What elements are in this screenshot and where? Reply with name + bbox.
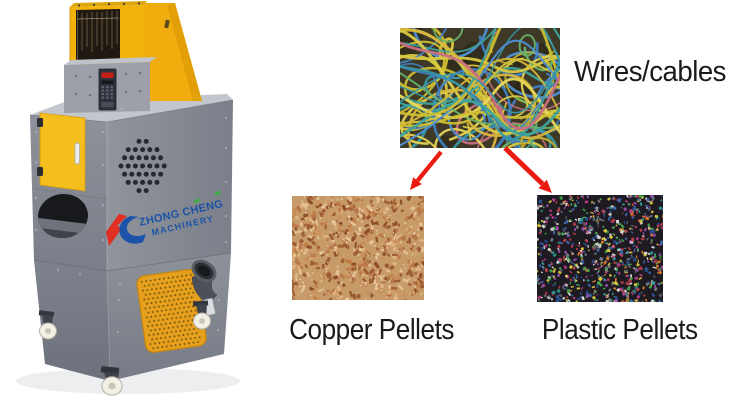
door-hinge-bottom (37, 167, 43, 176)
vent-grille (136, 268, 207, 353)
panel-bolts (35, 99, 227, 333)
granulator-machine-illustration: ZHONG CHENG MACHINERY (16, 1, 240, 396)
plastic-pellets-label: Plastic Pellets (541, 314, 698, 346)
logo-green-accent (193, 198, 201, 204)
exhaust-pipe (191, 259, 218, 316)
control-box (64, 57, 157, 113)
door-handle (74, 142, 80, 165)
logo-red-mark (106, 214, 127, 246)
wires-cables-label: Wires/cables (574, 56, 726, 88)
caster-wheel (192, 300, 211, 330)
arrow-to-copper-icon (410, 150, 443, 190)
ventilation-holes (118, 138, 167, 194)
chute-guard (144, 3, 202, 101)
flow-arrows (410, 146, 552, 193)
main-cabinet: ZHONG CHENG MACHINERY (29, 99, 234, 271)
logo-blue-mark (119, 216, 146, 244)
base-cabinet (33, 252, 232, 396)
control-box-bolts (74, 71, 142, 97)
logo-green-accent (214, 190, 222, 197)
access-door (37, 112, 86, 192)
vfd-display (101, 72, 114, 78)
floor-shadow (16, 368, 240, 394)
vfd-buttons (101, 86, 114, 99)
hopper-opening (76, 9, 120, 61)
vfd-panel (98, 68, 117, 111)
caster-wheel (100, 366, 123, 396)
caster-wheel (38, 310, 57, 340)
wires-cables-photo (400, 28, 560, 148)
copper-pellets-photo (292, 196, 424, 300)
copper-pellets-label: Copper Pellets (289, 314, 454, 346)
door-hinge-top (37, 118, 43, 127)
plastic-pellets-photo (537, 195, 663, 302)
arrow-to-plastic-icon (503, 146, 552, 193)
hopper-bolts (77, 2, 141, 7)
feed-hopper (69, 1, 147, 65)
